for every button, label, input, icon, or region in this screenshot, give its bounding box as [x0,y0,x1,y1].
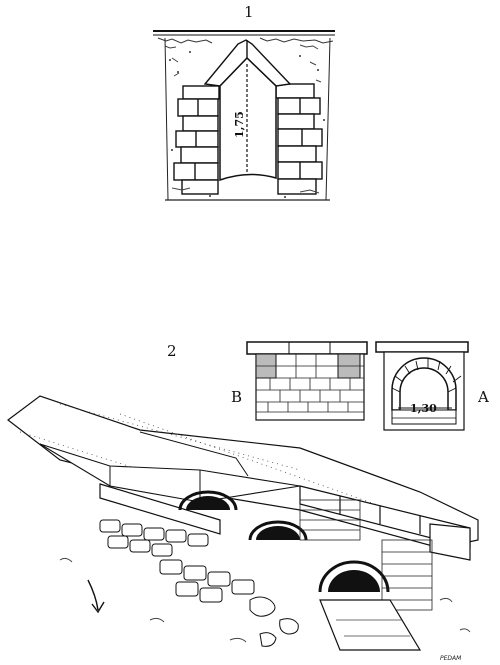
section-b-label: B [231,388,242,406]
section-a-dimension: 1,30 [410,402,437,415]
curb-stones [99,483,471,561]
section-a-label: A [477,388,489,406]
figure-2-number: 2 [167,342,177,360]
artist-signature: PEDAM [440,655,462,662]
culvert-arches [178,490,390,593]
cobblestones [99,519,255,603]
figure-1-number: 1 [244,3,254,21]
right-jamb-stones [275,83,323,195]
culvert-walls [299,499,433,611]
perspective-drawing: PEDAM [7,395,479,662]
flow-arrow [87,579,105,614]
section-b-drawing: B [231,341,368,421]
section-a-drawing: A 1,30 [375,341,489,431]
left-jamb-stones [173,85,220,195]
figure-1-drawing: 1 [153,3,335,201]
figure-1-dimension: 1,75 [233,111,246,138]
niche-opening [219,56,277,182]
